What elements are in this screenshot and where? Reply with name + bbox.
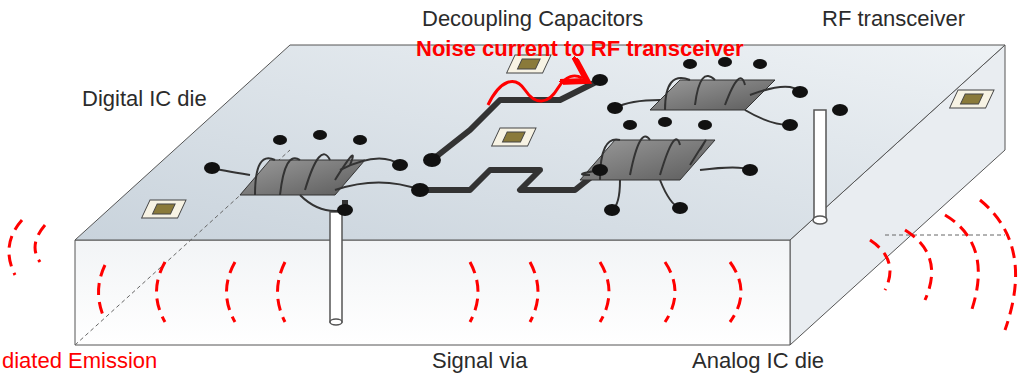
emission-label: diated Emission	[2, 348, 157, 374]
part-label: Analog IC die	[692, 348, 824, 374]
part-label: Decoupling Capacitors	[422, 6, 643, 32]
part-label: Signal via	[432, 348, 527, 374]
part-label: Digital IC die	[82, 86, 207, 112]
noise-label: Noise current to RF transceiver	[416, 36, 744, 62]
part-label: RF transceiver	[822, 6, 965, 32]
